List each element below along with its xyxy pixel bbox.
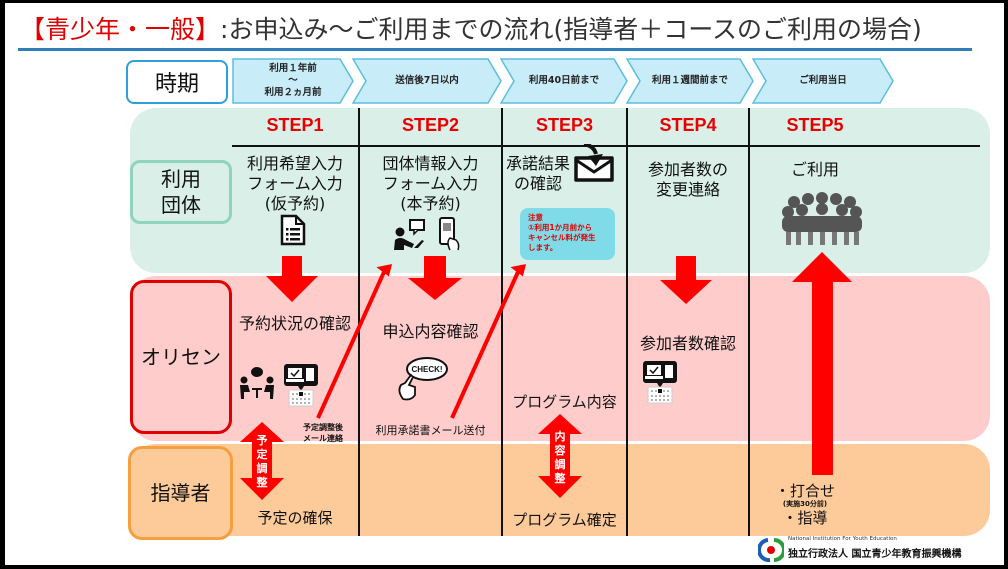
step-header-divider	[232, 145, 980, 147]
step1-center-note: 予定調整後メール連絡	[303, 423, 343, 443]
step4-center-text: 参加者数確認	[639, 334, 736, 353]
organization-logo-icon	[758, 538, 784, 562]
step1-center-text: 予約状況の確認	[238, 314, 351, 333]
step3-center-text: プログラム内容	[512, 393, 617, 411]
diagonal-arrow	[450, 271, 520, 419]
online-reservation-icon	[643, 361, 677, 404]
period-text: 利用40日前まで	[528, 75, 600, 86]
step-label-5: STEP5	[786, 115, 844, 135]
adjust-label-schedule: 予定調整	[256, 434, 268, 489]
lane-label-text: 利用	[161, 167, 201, 191]
organization-name-en: National Institution For Youth Education	[788, 536, 897, 542]
mail-download-icon	[574, 144, 614, 182]
up-arrow	[792, 252, 852, 475]
organization-name-jp: 独立行政法人 国立青少年教育振興機構	[788, 549, 962, 560]
smartphone-qr-icon	[439, 217, 460, 251]
group-huddle-icon	[782, 192, 862, 245]
period-text: ご利用当日	[799, 75, 847, 86]
lane-center	[130, 276, 990, 441]
step-label-3: STEP3	[535, 115, 594, 135]
step-label-2: STEP2	[401, 115, 460, 135]
lane-label-center: オリセン	[130, 280, 232, 434]
lane-label-instructor: 指導者	[128, 446, 233, 540]
down-arrow	[266, 256, 318, 302]
lane-label-group: 利用団体	[130, 160, 232, 224]
online-reservation-icon	[284, 364, 318, 407]
step2-center-text: 申込内容確認	[382, 322, 479, 341]
step1-instructor-text: 予定の確保	[257, 509, 333, 527]
step5-group-text: ご利用	[790, 160, 839, 179]
lane-label-text: 団体	[161, 193, 201, 217]
adjust-label-content: 内容調整	[554, 430, 566, 485]
diagonal-arrow	[316, 271, 386, 419]
timeline-label: 時期	[126, 60, 228, 104]
period-text: 送信後7日以内	[395, 75, 459, 86]
step4-group-text: 参加者数の変更連絡	[647, 160, 728, 199]
column-divider	[358, 108, 360, 536]
period-chevron-1: 利用１年前～利用２ヵ月前	[232, 58, 354, 104]
period-chevron-2: 送信後7日以内	[352, 58, 502, 104]
period-text: ～	[288, 75, 298, 86]
check-hand-icon: CHECK!	[398, 357, 448, 401]
step-label-1: STEP1	[266, 115, 324, 135]
title-underline	[18, 48, 972, 51]
meeting-icon	[240, 367, 274, 399]
title-category: 【青少年・一般】	[20, 15, 221, 44]
down-arrow	[660, 256, 712, 304]
period-chevron-3: 利用40日前まで	[500, 58, 628, 104]
period-text: 利用１年前	[269, 63, 317, 74]
column-divider	[501, 108, 503, 536]
period-text: 利用２ヵ月前	[264, 87, 322, 98]
period-chevron-4: 利用１週間前まで	[626, 58, 754, 104]
period-text: 利用１週間前まで	[651, 75, 728, 86]
diagonal-arrow-head	[510, 264, 527, 277]
step-label-4: STEP4	[659, 115, 717, 135]
step2-center-note: 利用承諾書メール送付	[375, 424, 486, 437]
cancellation-notice: 注意 ①利用1か月前から キャンセル料が発生 します。	[520, 208, 615, 260]
step3-group-text: 承諾結果の確認	[505, 154, 570, 193]
page-title: 【青少年・一般】:お申込み～ご利用までの流れ(指導者＋コースのご利用の場合)	[20, 10, 922, 46]
check-text: CHECK!	[411, 365, 442, 374]
period-chevron-5: ご利用当日	[752, 58, 894, 104]
down-arrow	[408, 256, 462, 300]
document-list-icon	[280, 214, 306, 246]
double-arrow	[538, 414, 582, 498]
title-main: :お申込み～ご利用までの流れ(指導者＋コースのご利用の場合)	[220, 15, 922, 44]
step1-group-text: 利用希望入力フォーム入力(仮予約)	[246, 154, 343, 213]
step5-instructor-text: ・打合せ (実施30分前) ・指導	[774, 482, 835, 527]
diagonal-arrow-head	[376, 264, 393, 277]
column-divider	[626, 108, 628, 536]
step3-instructor-text: プログラム確定	[512, 511, 617, 529]
column-divider	[748, 108, 750, 536]
person-computer-icon	[394, 219, 425, 250]
double-arrow	[240, 422, 284, 500]
step2-group-text: 団体情報入力フォーム入力(本予約)	[382, 154, 479, 213]
